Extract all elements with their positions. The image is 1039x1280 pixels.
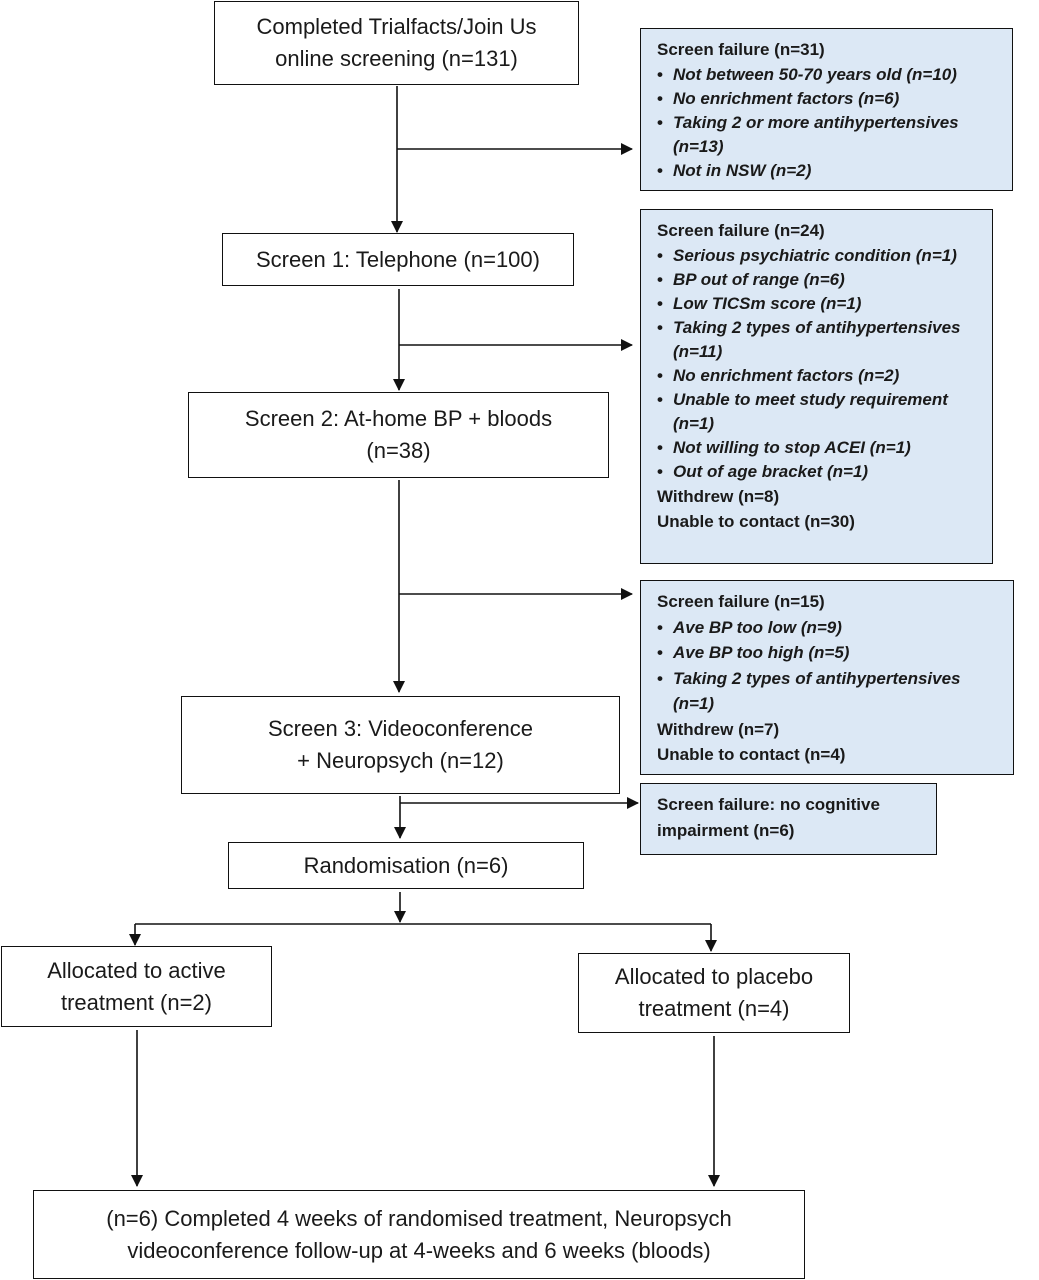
screen3-line-2: + Neuropsych (n=12) — [297, 748, 504, 773]
list-item: Taking 2 or more antihypertensives (n=13… — [657, 111, 998, 159]
exclusion-3-unable-to-contact: Unable to contact (n=4) — [657, 745, 846, 764]
placebo-treatment-box: Allocated to placebo treatment (n=4) — [578, 953, 850, 1033]
exclusion-3-withdrew: Withdrew (n=7) — [657, 719, 780, 739]
exclusion-1-list: Not between 50-70 years old (n=10) No en… — [657, 63, 998, 183]
screen3-line-1: Screen 3: Videoconference — [268, 716, 533, 741]
exclusion-3-heading: Screen failure (n=15) — [657, 592, 825, 611]
exclusion-4-heading: Screen failure: no cognitive impairment … — [657, 795, 880, 840]
exclusion-1-heading: Screen failure (n=31) — [657, 40, 825, 59]
placebo-line-2: treatment (n=4) — [638, 996, 790, 1021]
list-item: No enrichment factors (n=6) — [657, 87, 998, 111]
exclusion-3-list: Ave BP too low (n=9) Ave BP too high (n=… — [657, 615, 999, 717]
screen3-box: Screen 3: Videoconference + Neuropsych (… — [181, 696, 620, 794]
list-item: Not between 50-70 years old (n=10) — [657, 63, 998, 87]
list-item: Ave BP too low (n=9) — [657, 615, 999, 641]
list-item: Low TICSm score (n=1) — [657, 292, 978, 316]
online-screening-line-1: Completed Trialfacts/Join Us — [256, 14, 537, 39]
completed-box: (n=6) Completed 4 weeks of randomised tr… — [33, 1190, 805, 1279]
randomisation-box: Randomisation (n=6) — [228, 842, 584, 889]
list-item: Ave BP too high (n=5) — [657, 640, 999, 666]
randomisation-label: Randomisation (n=6) — [303, 852, 509, 878]
exclusion-box-1: Screen failure (n=31) Not between 50-70 … — [640, 28, 1013, 191]
completed-line-1: (n=6) Completed 4 weeks of randomised tr… — [106, 1205, 732, 1231]
list-item: Unable to meet study requirement (n=1) — [657, 388, 978, 436]
completed-line-2: videoconference follow-up at 4-weeks and… — [127, 1237, 711, 1263]
exclusion-2-unable-to-contact: Unable to contact (n=30) — [657, 512, 855, 531]
list-item: Taking 2 types of antihypertensives (n=1… — [657, 666, 999, 717]
online-screening-line-2: online screening (n=131) — [275, 46, 518, 71]
placebo-line-1: Allocated to placebo — [614, 964, 814, 989]
exclusion-box-2: Screen failure (n=24) Serious psychiatri… — [640, 209, 993, 564]
list-item: Taking 2 types of antihypertensives (n=1… — [657, 316, 978, 364]
screen2-line-2: (n=38) — [366, 438, 431, 463]
list-item: Out of age bracket (n=1) — [657, 460, 978, 484]
exclusion-box-3: Screen failure (n=15) Ave BP too low (n=… — [640, 580, 1014, 775]
screen2-line-1: Screen 2: At-home BP + bloods — [244, 406, 553, 431]
list-item: BP out of range (n=6) — [657, 268, 978, 292]
exclusion-2-withdrew: Withdrew (n=8) — [657, 486, 780, 506]
exclusion-2-heading: Screen failure (n=24) — [657, 221, 825, 240]
screen1-box: Screen 1: Telephone (n=100) — [222, 233, 574, 286]
active-line-2: treatment (n=2) — [60, 989, 212, 1015]
list-item: Not in NSW (n=2) — [657, 159, 998, 183]
exclusion-2-list: Serious psychiatric condition (n=1) BP o… — [657, 244, 978, 484]
exclusion-box-4: Screen failure: no cognitive impairment … — [640, 783, 937, 855]
list-item: Serious psychiatric condition (n=1) — [657, 244, 978, 268]
screen1-label: Screen 1: Telephone (n=100) — [256, 246, 540, 272]
active-treatment-box: Allocated to active treatment (n=2) — [1, 946, 272, 1027]
list-item: Not willing to stop ACEI (n=1) — [657, 436, 978, 460]
active-line-1: Allocated to active — [47, 957, 226, 983]
screen2-box: Screen 2: At-home BP + bloods (n=38) — [188, 392, 609, 478]
online-screening-box: Completed Trialfacts/Join Us online scre… — [214, 1, 579, 85]
list-item: No enrichment factors (n=2) — [657, 364, 978, 388]
